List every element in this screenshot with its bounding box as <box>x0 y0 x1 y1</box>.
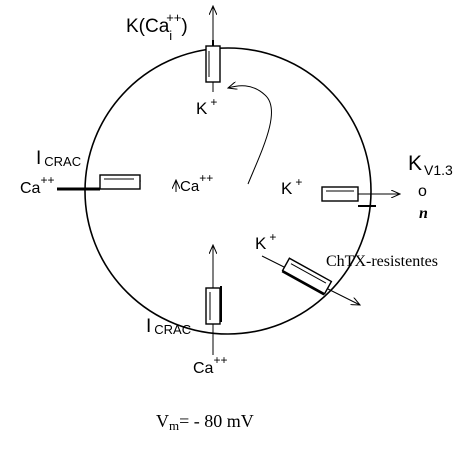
icrac-bottom-channel <box>205 245 222 355</box>
chtx-label: ChTX-resistentes <box>326 253 438 270</box>
ca-bottom-label: Ca++ <box>193 353 227 377</box>
kv13-channel <box>321 186 400 207</box>
cell-membrane <box>84 47 372 335</box>
k-top-label: K+ <box>196 95 217 118</box>
kca-label: K(Cai++) <box>126 10 188 43</box>
chtx-resistant-channel <box>261 255 360 305</box>
membrane-potential-label: Vm= - 80 mV <box>156 411 254 433</box>
k-lower-label: K+ <box>255 230 276 253</box>
kv13-o-label: o <box>418 183 427 200</box>
kca-channel <box>205 6 221 92</box>
kv13-n-label: n <box>419 205 428 222</box>
ca-left-label: Ca++ <box>20 173 54 197</box>
icrac-left-channel <box>57 174 140 191</box>
ca-center-label: Ca++ <box>180 171 213 195</box>
curved-arrow <box>228 86 273 185</box>
k-right-label: K+ <box>281 175 302 198</box>
